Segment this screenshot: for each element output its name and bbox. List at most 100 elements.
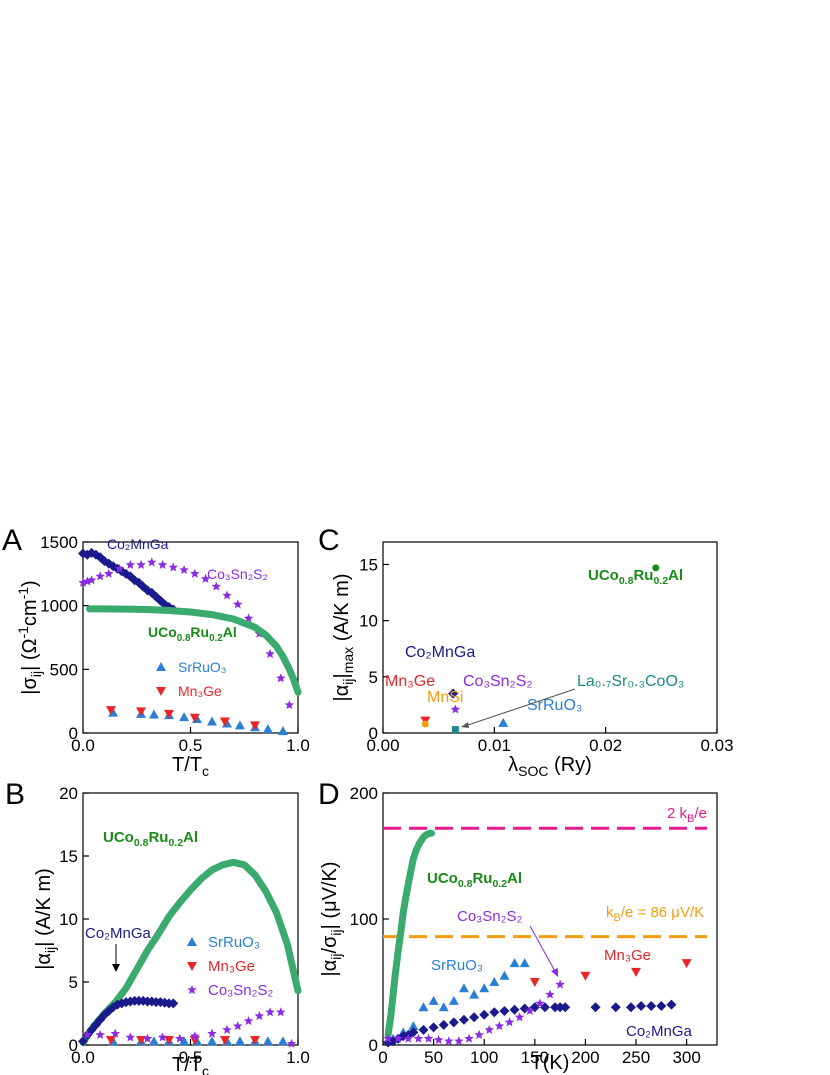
axis-label-part: ) bbox=[19, 580, 41, 587]
panel-d-data-point bbox=[458, 1014, 469, 1025]
panel-d-data-point bbox=[479, 1009, 490, 1020]
panel-b-data-point bbox=[95, 1029, 105, 1039]
panel-d-data-point bbox=[529, 978, 540, 987]
panel-a-data-point bbox=[157, 559, 168, 569]
panel-a-label-mn3ge: Mn₃Ge bbox=[178, 683, 222, 699]
label-sub: 0.2 bbox=[492, 878, 507, 890]
panel-b-data-point bbox=[157, 1032, 168, 1042]
label-sub: B bbox=[687, 813, 694, 825]
axis-label-part: |α bbox=[331, 685, 353, 702]
panel-c-x-axis-label: λSOC (Ry) bbox=[508, 754, 592, 779]
axis-label-part: /σ bbox=[319, 935, 341, 954]
panel-b-data-point bbox=[179, 1036, 190, 1046]
panel-c-y-axis-label: |αij|max (A/K m) bbox=[331, 574, 356, 702]
panel-d-data-point bbox=[631, 967, 642, 977]
panel-d-data-point bbox=[494, 1021, 505, 1031]
panel-d-y-tick-label: 200 bbox=[350, 784, 378, 803]
panel-a-data-point bbox=[250, 721, 260, 731]
panel-b-label-mn3ge: Mn₃Ge bbox=[208, 958, 255, 975]
panel-d-data-point bbox=[474, 1029, 484, 1039]
label-part: Ru bbox=[190, 624, 209, 640]
panel-a-data-point bbox=[211, 581, 222, 591]
panel-d-data-point bbox=[646, 1000, 657, 1011]
panel-a-x-axis-label: T/Tc bbox=[172, 754, 209, 779]
panel-c-y-tick-label: 10 bbox=[359, 612, 378, 631]
panel-b-data-point bbox=[207, 1028, 217, 1038]
panel-a-data-point bbox=[284, 699, 295, 710]
panel-b-data-point bbox=[125, 1032, 136, 1042]
panel-d-label-co3sn2s2: Co₃Sn₂S₂ bbox=[457, 908, 522, 925]
panel-a-data-point bbox=[179, 712, 190, 722]
label-sub: 0.2 bbox=[168, 837, 183, 849]
label-sub: 0.2 bbox=[653, 575, 668, 587]
panel-letter-d: D bbox=[318, 778, 340, 811]
panel-d-data-point bbox=[413, 1033, 424, 1043]
label-part: Al bbox=[223, 624, 237, 640]
panel-a-data-point bbox=[262, 724, 273, 734]
panel-d-data-point bbox=[383, 1033, 393, 1043]
panel-d-data-point bbox=[504, 1017, 515, 1027]
panel-b-legend-marker-srruo3 bbox=[187, 937, 197, 946]
label-sub: B bbox=[614, 912, 621, 924]
panel-a-data-point bbox=[265, 649, 275, 659]
axis-label-part: | (A/K m) bbox=[33, 868, 55, 947]
panel-d-data-point bbox=[656, 1000, 667, 1011]
panel-d-annotation-arrow bbox=[529, 925, 557, 974]
panel-c-label-uco: UCo0.8Ru0.2Al bbox=[588, 567, 683, 587]
panel-d-data-point bbox=[560, 1002, 571, 1013]
panel-d-x-tick-label: 0 bbox=[378, 1048, 387, 1067]
panel-a-label-uco: UCo0.8Ru0.2Al bbox=[148, 624, 237, 644]
axis-label-part: T/T bbox=[172, 754, 202, 776]
label-part: Al bbox=[183, 829, 198, 846]
panel-d-data-point bbox=[433, 1034, 444, 1045]
panel-b-data-point bbox=[277, 1036, 288, 1046]
panel-a-data-point bbox=[233, 599, 243, 609]
panel-d-data-point bbox=[448, 995, 459, 1005]
panel-d-data-point bbox=[448, 1017, 459, 1028]
panel-b-data-point bbox=[219, 1035, 230, 1045]
panel-b-y-tick-label: 10 bbox=[59, 910, 78, 929]
panel-b-y-tick-label: 15 bbox=[59, 847, 78, 866]
axis-label-sup: -1 bbox=[15, 626, 31, 639]
axis-label-part: |α bbox=[319, 960, 341, 977]
panel-d-data-point bbox=[428, 995, 439, 1005]
panel-letter-a: A bbox=[2, 524, 22, 557]
panel-a-data-point bbox=[277, 726, 288, 736]
panel-a-data-point bbox=[147, 557, 157, 567]
panel-d-data-point bbox=[555, 979, 565, 989]
panel-d-data-point bbox=[489, 1007, 500, 1018]
axis-label-part: |α bbox=[33, 953, 55, 970]
panel-d-data-point bbox=[393, 1033, 403, 1043]
panel-d-data-point bbox=[438, 1019, 449, 1030]
panel-d-x-axis-label: T(K) bbox=[531, 1052, 570, 1074]
panel-a-data-point bbox=[114, 563, 125, 573]
panel-d-data-point bbox=[444, 1036, 454, 1046]
panel-a-data-point bbox=[276, 673, 286, 683]
panel-d-data-point bbox=[666, 999, 677, 1010]
panel-d-data-point bbox=[525, 1005, 535, 1016]
panel-a-data-point bbox=[95, 571, 105, 581]
panel-b-data-point bbox=[190, 1031, 200, 1041]
panel-a-x-tick-label: 1.0 bbox=[286, 736, 310, 755]
panel-b-x-tick-label: 1.0 bbox=[286, 1048, 310, 1067]
panel-d-data-point bbox=[484, 1024, 495, 1034]
axis-label-sub: max bbox=[340, 647, 356, 673]
panel-d-data-point bbox=[454, 1036, 464, 1046]
panel-b-label-srruo3: SrRuO₃ bbox=[208, 934, 260, 951]
panel-d-data-point bbox=[499, 970, 510, 980]
panel-c-x-tick-label: 0.00 bbox=[366, 736, 399, 755]
panel-d-data-point bbox=[625, 1002, 636, 1013]
panel-d-data-point bbox=[408, 1027, 419, 1038]
panel-b-data-point bbox=[78, 1036, 88, 1047]
panel-b-y-tick-label: 5 bbox=[69, 973, 78, 992]
label-part: /e = 86 μV/K bbox=[621, 904, 704, 921]
label-part: k bbox=[606, 904, 614, 921]
panel-c-data-point bbox=[451, 726, 459, 734]
panel-d-x-tick-label: 150 bbox=[521, 1048, 549, 1067]
panel-d-data-point bbox=[479, 983, 490, 993]
panel-b-data-point bbox=[168, 998, 179, 1009]
panel-c-y-tick-label: 0 bbox=[369, 724, 378, 743]
panel-a-y-tick-label: 500 bbox=[50, 660, 78, 679]
